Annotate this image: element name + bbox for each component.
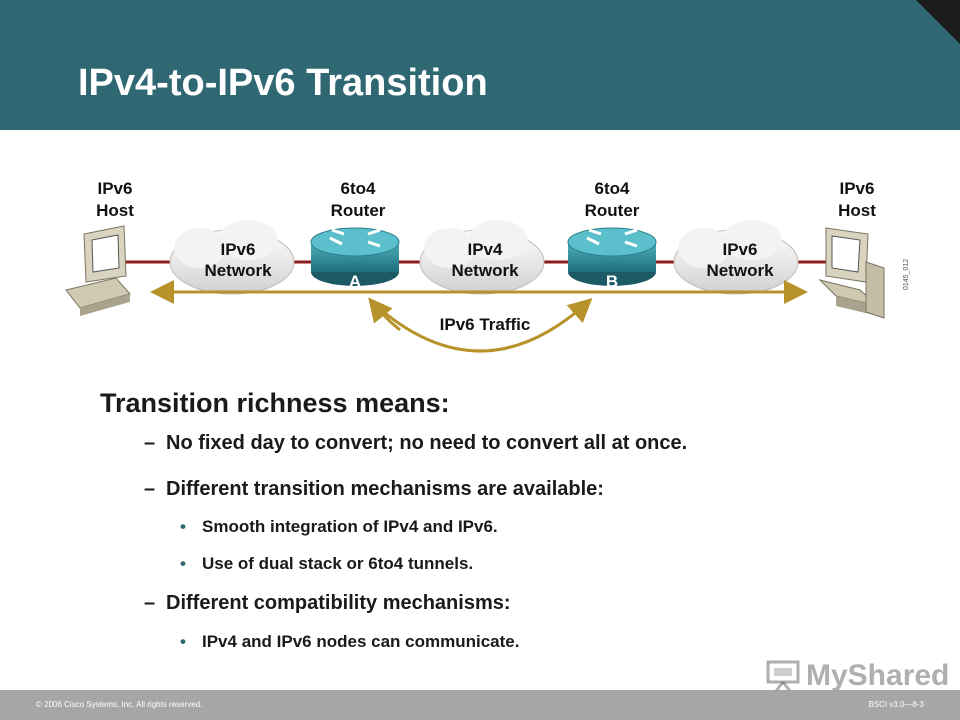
watermark: MyShared	[766, 656, 949, 696]
traffic-label: IPv6 Traffic	[440, 315, 531, 334]
figure-id: 0145_012	[903, 259, 910, 290]
computer-right-icon	[818, 227, 885, 319]
router-a-arrows-icon	[329, 228, 381, 248]
bullet-item-1: –No fixed day to convert; no need to con…	[144, 432, 687, 455]
cloud-middle: IPv4 Network	[419, 220, 545, 295]
router-b-line1: 6to4	[595, 179, 631, 198]
dash-marker: –	[144, 478, 156, 500]
traffic-arc-start	[368, 297, 401, 332]
router-a-line1: 6to4	[341, 179, 377, 198]
router-b-line2: Router	[585, 201, 640, 220]
host-left-line2: Host	[96, 201, 134, 220]
bullet-dot: •	[180, 554, 186, 573]
bullet-item-3: –Different compatibility mechanisms:	[144, 592, 511, 615]
host-left-line1: IPv6	[98, 179, 133, 198]
bullet-dot: •	[180, 517, 186, 536]
router-a: A 6to4 Router	[310, 179, 400, 291]
bullet-item-2-sub-2-text: Use of dual stack or 6to4 tunnels.	[202, 554, 474, 573]
slide-title: IPv4-to-IPv6 Transition	[78, 62, 488, 104]
bullet-item-2-sub-1-text: Smooth integration of IPv4 and IPv6.	[202, 517, 498, 536]
dash-marker: –	[144, 592, 156, 614]
host-right: IPv6 Host 0145_012	[818, 179, 910, 319]
host-right-line1: IPv6	[840, 179, 875, 198]
dash-marker: –	[144, 432, 156, 454]
router-b: B 6to4 Router	[567, 179, 657, 291]
header-corner	[916, 0, 960, 44]
presentation-board-icon	[766, 660, 800, 692]
cloud-left: IPv6 Network	[169, 220, 295, 295]
cloud-right-line2: Network	[706, 261, 774, 280]
cloud-right-line1: IPv6	[723, 240, 758, 259]
cloud-right: IPv6 Network	[673, 220, 799, 295]
bullet-heading: Transition richness means:	[100, 388, 450, 418]
bullet-item-3-text: Different compatibility mechanisms:	[166, 592, 511, 614]
cloud-middle-line2: Network	[451, 261, 519, 280]
host-right-line2: Host	[838, 201, 876, 220]
cloud-left-line1: IPv6	[221, 240, 256, 259]
router-a-letter: A	[349, 272, 361, 291]
bullet-item-1-text: No fixed day to convert; no need to conv…	[166, 432, 688, 454]
bullet-dot: •	[180, 632, 186, 651]
bullet-item-3-sub-1-text: IPv4 and IPv6 nodes can communicate.	[202, 632, 520, 651]
slide-footer: © 2006 Cisco Systems, Inc. All rights re…	[0, 690, 960, 720]
bullet-item-2-sub-1: • Smooth integration of IPv4 and IPv6.	[180, 517, 498, 537]
bullet-item-2-text: Different transition mechanisms are avai…	[166, 478, 604, 500]
bullet-item-2-sub-2: • Use of dual stack or 6to4 tunnels.	[180, 554, 473, 574]
network-diagram: IPv6 Network IPv4 Network IPv6 Network A…	[0, 130, 960, 370]
cloud-left-line2: Network	[204, 261, 272, 280]
computer-left-icon	[65, 225, 131, 316]
router-b-letter: B	[606, 272, 618, 291]
host-left: IPv6 Host	[65, 179, 134, 316]
router-a-line2: Router	[331, 201, 386, 220]
watermark-text: MyShared	[806, 659, 950, 692]
network-diagram-svg: IPv6 Network IPv4 Network IPv6 Network A…	[65, 179, 910, 353]
bullet-item-2: –Different transition mechanisms are ava…	[144, 478, 604, 501]
router-b-arrows-icon	[586, 228, 638, 248]
cloud-middle-line1: IPv4	[468, 240, 504, 259]
traffic-arc	[370, 297, 593, 353]
bullet-item-3-sub-1: • IPv4 and IPv6 nodes can communicate.	[180, 632, 519, 652]
footer-course-code: BSCI v3.0—8-3	[868, 700, 924, 709]
footer-copyright: © 2006 Cisco Systems, Inc. All rights re…	[36, 700, 203, 709]
slide-header: IPv4-to-IPv6 Transition	[0, 0, 960, 130]
